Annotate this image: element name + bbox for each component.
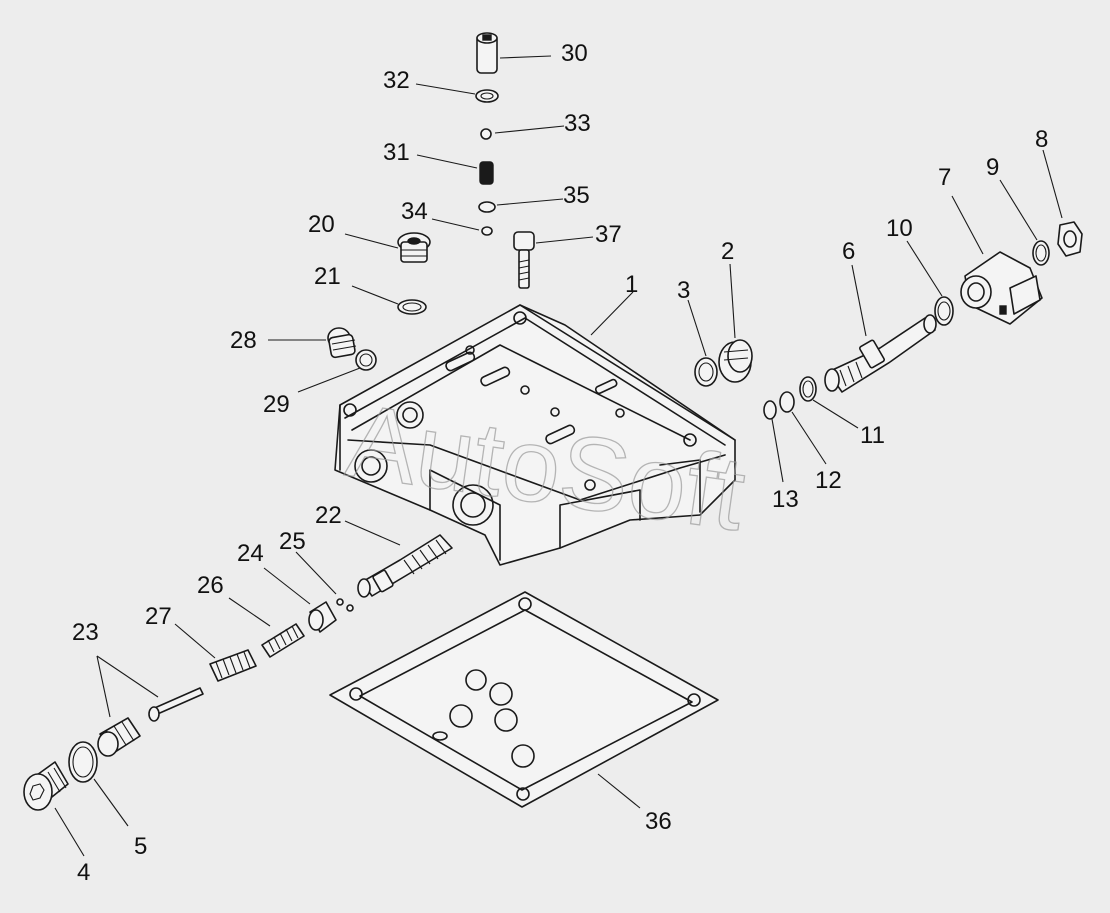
spring-31 bbox=[479, 161, 494, 185]
plug-23 bbox=[97, 717, 141, 757]
pin-23 bbox=[148, 687, 204, 722]
ring-12 bbox=[779, 391, 795, 413]
gasket bbox=[329, 591, 719, 808]
nut-8 bbox=[1057, 221, 1083, 257]
plug-20 bbox=[397, 232, 431, 263]
plug-2 bbox=[718, 339, 753, 383]
callout-8: 8 bbox=[1035, 126, 1048, 153]
ball-25b bbox=[346, 604, 354, 612]
plug-4 bbox=[23, 761, 69, 811]
callout-27: 27 bbox=[145, 603, 172, 630]
callout-36: 36 bbox=[645, 808, 672, 835]
ring-11 bbox=[799, 376, 817, 402]
callout-20: 20 bbox=[308, 211, 335, 238]
ring-34 bbox=[481, 226, 493, 236]
spring-26 bbox=[261, 623, 305, 658]
callout-21: 21 bbox=[314, 263, 341, 290]
callout-10: 10 bbox=[886, 215, 913, 242]
plug-28 bbox=[327, 327, 357, 359]
ring-9 bbox=[1032, 240, 1050, 266]
callout-6: 6 bbox=[842, 238, 855, 265]
ring-29 bbox=[355, 349, 377, 371]
callout-12: 12 bbox=[815, 467, 842, 494]
ring-21 bbox=[397, 299, 427, 315]
callout-28: 28 bbox=[230, 327, 257, 354]
washer-35 bbox=[478, 201, 496, 213]
callout-4: 4 bbox=[77, 859, 90, 886]
washer-32 bbox=[475, 89, 499, 103]
callout-37: 37 bbox=[595, 221, 622, 248]
callout-33: 33 bbox=[564, 110, 591, 137]
callout-5: 5 bbox=[134, 833, 147, 860]
ring-3 bbox=[694, 357, 718, 387]
ball-33 bbox=[480, 128, 492, 140]
leader-lines bbox=[54, 55, 1063, 857]
callout-11: 11 bbox=[860, 422, 885, 449]
callout-34: 34 bbox=[401, 198, 428, 225]
callout-25: 25 bbox=[279, 528, 306, 555]
ring-13 bbox=[763, 400, 777, 420]
callout-labels: 1 2 3 4 5 6 7 8 9 10 11 12 13 20 21 22 2… bbox=[72, 40, 1048, 886]
callout-26: 26 bbox=[197, 572, 224, 599]
callout-22: 22 bbox=[315, 502, 342, 529]
ball-25a bbox=[336, 598, 344, 606]
callout-29: 29 bbox=[263, 391, 290, 418]
callout-2: 2 bbox=[721, 238, 734, 265]
spool-22 bbox=[357, 534, 453, 598]
ring-10 bbox=[934, 296, 954, 326]
callout-30: 30 bbox=[561, 40, 588, 67]
piston-24 bbox=[308, 601, 337, 633]
callout-1: 1 bbox=[625, 271, 638, 298]
solenoid-valve-6 bbox=[824, 314, 937, 393]
valve-housing bbox=[334, 304, 736, 566]
callout-9: 9 bbox=[986, 154, 999, 181]
solenoid-coil-7 bbox=[960, 251, 1043, 325]
callout-31: 31 bbox=[383, 139, 410, 166]
callout-24: 24 bbox=[237, 540, 264, 567]
callout-35: 35 bbox=[563, 182, 590, 209]
callout-32: 32 bbox=[383, 67, 410, 94]
spring-27 bbox=[209, 649, 257, 682]
plug-30 bbox=[476, 32, 498, 74]
callout-13: 13 bbox=[772, 486, 799, 513]
callout-3: 3 bbox=[677, 277, 690, 304]
callout-7: 7 bbox=[938, 164, 951, 191]
bolt-37 bbox=[513, 231, 535, 289]
callout-23: 23 bbox=[72, 619, 99, 646]
